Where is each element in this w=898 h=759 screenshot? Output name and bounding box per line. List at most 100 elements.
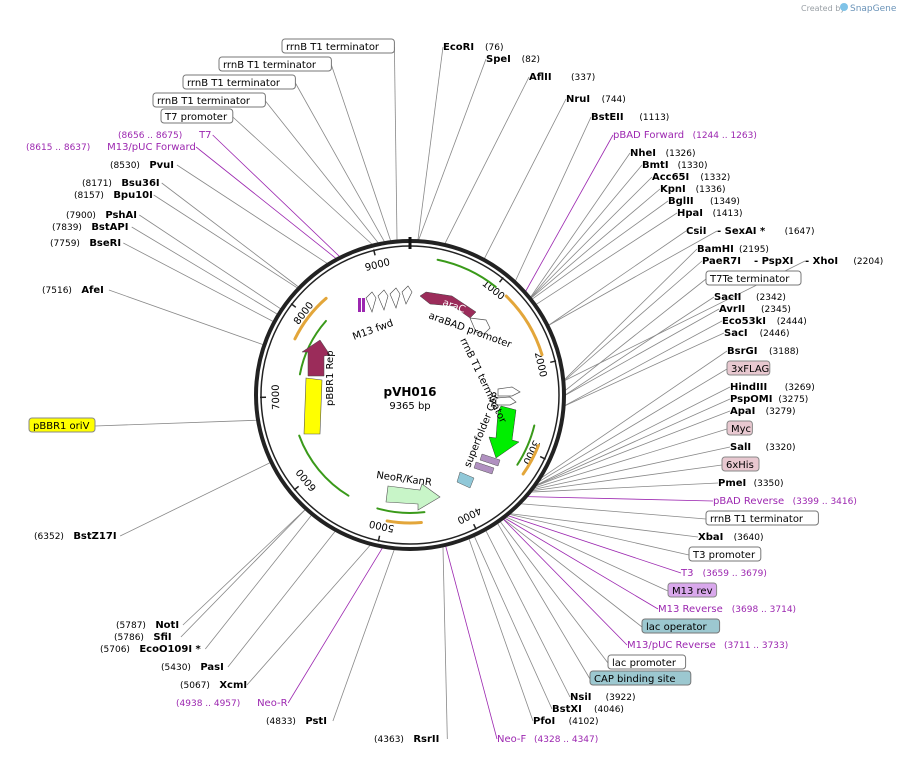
feature-arrow-sfgfp [488, 405, 520, 459]
label-pbbr1-oriv: pBBR1 oriV [28, 417, 96, 433]
label-pos-bsu36i: (8171) [82, 179, 112, 189]
label-text-pspomi: PspOMI [730, 394, 772, 405]
label-pos-sfii: (5786) [114, 633, 144, 643]
label-pos-sexai: (1647) [785, 227, 815, 237]
label-pos-bsrgi: (3188) [769, 347, 799, 357]
label-pos-bpu10i: (8157) [74, 191, 104, 201]
label-paer7i: PaeR7I [702, 256, 741, 267]
label-pos-nsii: (3922) [606, 693, 636, 703]
label-pos-hindiii: (3269) [785, 383, 815, 393]
leader-apai [535, 410, 731, 487]
label-text-rrnB-a: rrnB T1 terminator [286, 42, 380, 53]
feature-lac-elements [456, 471, 475, 489]
tick-6000 [293, 485, 300, 491]
label-text-ecori: EcoRI [443, 42, 474, 53]
label-pos-bglii: (1349) [710, 197, 740, 207]
label-text-apai: ApaI [730, 406, 755, 417]
label-rrnB-a: rrnB T1 terminator [281, 38, 395, 54]
label-text-rrnB-d: rrnB T1 terminator [157, 96, 251, 107]
label-pos-bmti: (1330) [678, 161, 708, 171]
leader-t3 [507, 515, 682, 574]
annotation-labels: rrnB T1 terminator rrnB T1 terminator rrnB… [26, 38, 883, 745]
label-text-xbai: XbaI [698, 532, 723, 543]
label-text-bstz17i: BstZ17I [73, 531, 116, 542]
tick-label-5000: 5000 [368, 517, 395, 533]
label-rrnB-d: rrnB T1 terminator [152, 92, 266, 108]
label-text-bstxi: BstXI [552, 704, 582, 715]
label-text-t3-prom: T3 promoter [692, 550, 756, 561]
label-pspomi: PspOMI (3275) [730, 394, 808, 405]
label-text-pfoi: PfoI [533, 716, 555, 727]
label-text-6xhis: 6xHis [726, 460, 754, 471]
leader-rrnB-b [331, 64, 392, 242]
label-sexai: - SexAI *(1647) [717, 226, 815, 237]
label-ecori: EcoRI(76) [443, 42, 503, 53]
label-pos-sali: (3320) [766, 443, 796, 453]
leader-csii [548, 230, 687, 326]
label-text-bamhi: BamHI [697, 244, 734, 255]
label-text-bsteii: BstEII [591, 112, 624, 123]
leader-pvui [176, 164, 328, 265]
leader-m13-rev [504, 517, 659, 610]
label-text-paer7i: PaeR7I [702, 256, 741, 267]
label-m13puc-fwd: (8615 .. 8637)M13/pUC Forward [26, 142, 196, 153]
label-m13puc-rev: M13/pUC Reverse(3711 .. 3733) [627, 640, 788, 651]
label-t3-prom: T3 promoter [688, 546, 762, 562]
leader-kpni [530, 188, 661, 299]
label-box-lac-op [641, 618, 721, 634]
label-text-bpu10i: Bpu10I [113, 190, 153, 201]
leader-rrnB-d [265, 100, 379, 244]
label-t7: (8656 .. 8675)T7 [118, 130, 212, 141]
label-psti: (4833)PstI [266, 716, 327, 727]
leader-pfoi [468, 538, 534, 722]
label-pos-t3: (3659 .. 3679) [703, 569, 767, 579]
label-pbad-fwd: pBAD Forward(1244 .. 1263) [613, 130, 757, 141]
label-pos-pspomi: (3275) [778, 395, 808, 405]
label-box-m13rev-box [667, 582, 718, 598]
leader-saci [564, 332, 725, 407]
label-pos-kpni: (1336) [696, 185, 726, 195]
leader-pbad-fwd [525, 134, 614, 292]
label-bstz17i: (6352)BstZ17I [34, 531, 117, 542]
label-kpni: KpnI(1336) [660, 184, 726, 195]
label-pos-nrui: (744) [602, 95, 626, 105]
label-box-t7te [705, 270, 802, 286]
label-pos-xhoi: (2204) [853, 257, 883, 267]
label-rsrii: (4363)RsrII [374, 734, 439, 745]
label-bsteii: BstEII(1113) [591, 112, 669, 123]
label-spei: SpeI(82) [486, 54, 540, 65]
label-m13-rev: M13 Reverse(3698 .. 3714) [658, 604, 796, 615]
label-xcmi: (5067)XcmI [180, 680, 247, 691]
label-acc65i: Acc65I(1332) [652, 172, 730, 183]
leader-ecoo109i [205, 514, 313, 650]
label-pos-xcmi: (5067) [180, 681, 210, 691]
label-3xflag: 3xFLAG [726, 360, 771, 376]
feature-arc-5 [376, 507, 426, 514]
label-text-rrnB-e: rrnB T1 terminator [710, 514, 804, 525]
tick-label-1000: 1000 [480, 278, 507, 302]
label-text-m13-rev: M13 Reverse [658, 604, 723, 615]
feature-arrow-rrnb-top-3 [389, 287, 401, 309]
leader-sali [532, 446, 731, 491]
label-text-3xflag: 3xFLAG [731, 364, 769, 375]
label-sfii: (5786)SfiI [114, 632, 172, 643]
label-box-rrnB-e [705, 510, 819, 526]
feature-tag-flag [479, 453, 501, 467]
leader-afei [108, 289, 264, 346]
leader-rrnB-e [520, 503, 707, 520]
label-pos-avrii: (2345) [761, 305, 791, 315]
leader-rsrii [442, 546, 448, 740]
label-pos-nhei: (1326) [666, 149, 696, 159]
label-text-t7: T7 [198, 130, 211, 141]
leader-neo-f [445, 545, 498, 740]
label-text-eco53ki: Eco53kI [722, 316, 766, 327]
feature-arrow-arac [419, 291, 477, 319]
feature-arrow-rrnb-2 [495, 396, 517, 406]
label-pos-sacii: (2342) [756, 293, 786, 303]
tick-1000 [498, 277, 504, 283]
leader-nhei [530, 152, 631, 298]
leader-m13puc-rev [502, 518, 628, 646]
leader-avrii [564, 308, 720, 396]
label-text-spei: SpeI [486, 54, 511, 65]
label-box-cap [589, 670, 692, 686]
